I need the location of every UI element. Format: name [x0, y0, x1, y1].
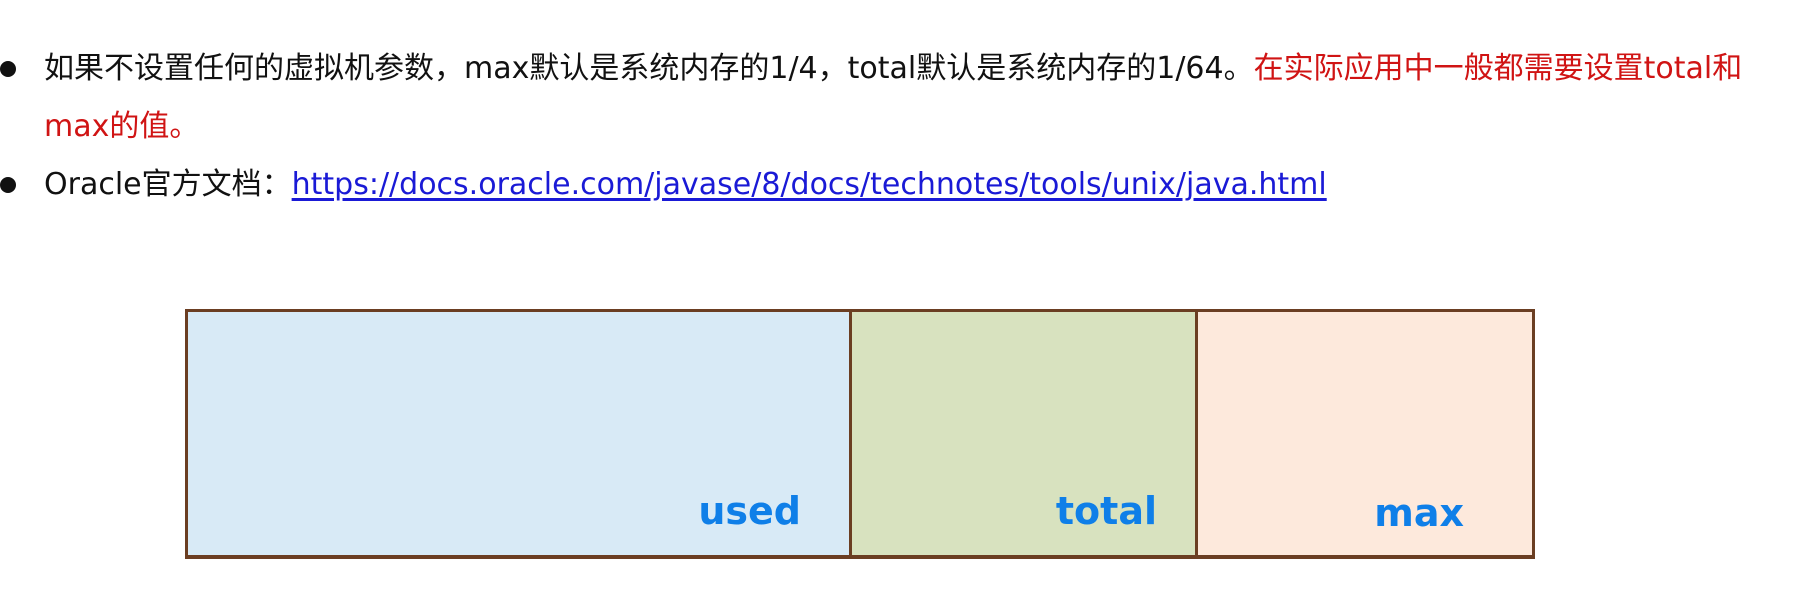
memory-diagram: used total max — [185, 309, 1535, 559]
bullet-text: Oracle官方文档： — [44, 167, 292, 202]
bullet-text: 如果不设置任何的虚拟机参数，max默认是系统内存的1/4，total默认是系统内… — [44, 51, 1254, 86]
segment-max-label: max — [1374, 491, 1464, 535]
bullet-dot-icon — [0, 177, 16, 193]
segment-total-label: total — [1055, 489, 1157, 533]
segment-used-label: used — [698, 489, 801, 533]
bullet-dot-icon — [0, 61, 16, 77]
bullet-item-defaults: 如果不设置任何的虚拟机参数，max默认是系统内存的1/4，total默认是系统内… — [0, 40, 1806, 156]
bullet-item-docs: Oracle官方文档：https://docs.oracle.com/javas… — [0, 156, 1806, 214]
bullet-list: 如果不设置任何的虚拟机参数，max默认是系统内存的1/4，total默认是系统内… — [0, 40, 1806, 214]
oracle-docs-link[interactable]: https://docs.oracle.com/javase/8/docs/te… — [291, 167, 1327, 202]
bullet-highlight-text: 在实际应用中一般都需要设置total和max的值。 — [44, 51, 1743, 144]
segment-total: total — [852, 312, 1198, 555]
segment-max: max — [1198, 312, 1532, 555]
segment-used: used — [188, 312, 852, 555]
